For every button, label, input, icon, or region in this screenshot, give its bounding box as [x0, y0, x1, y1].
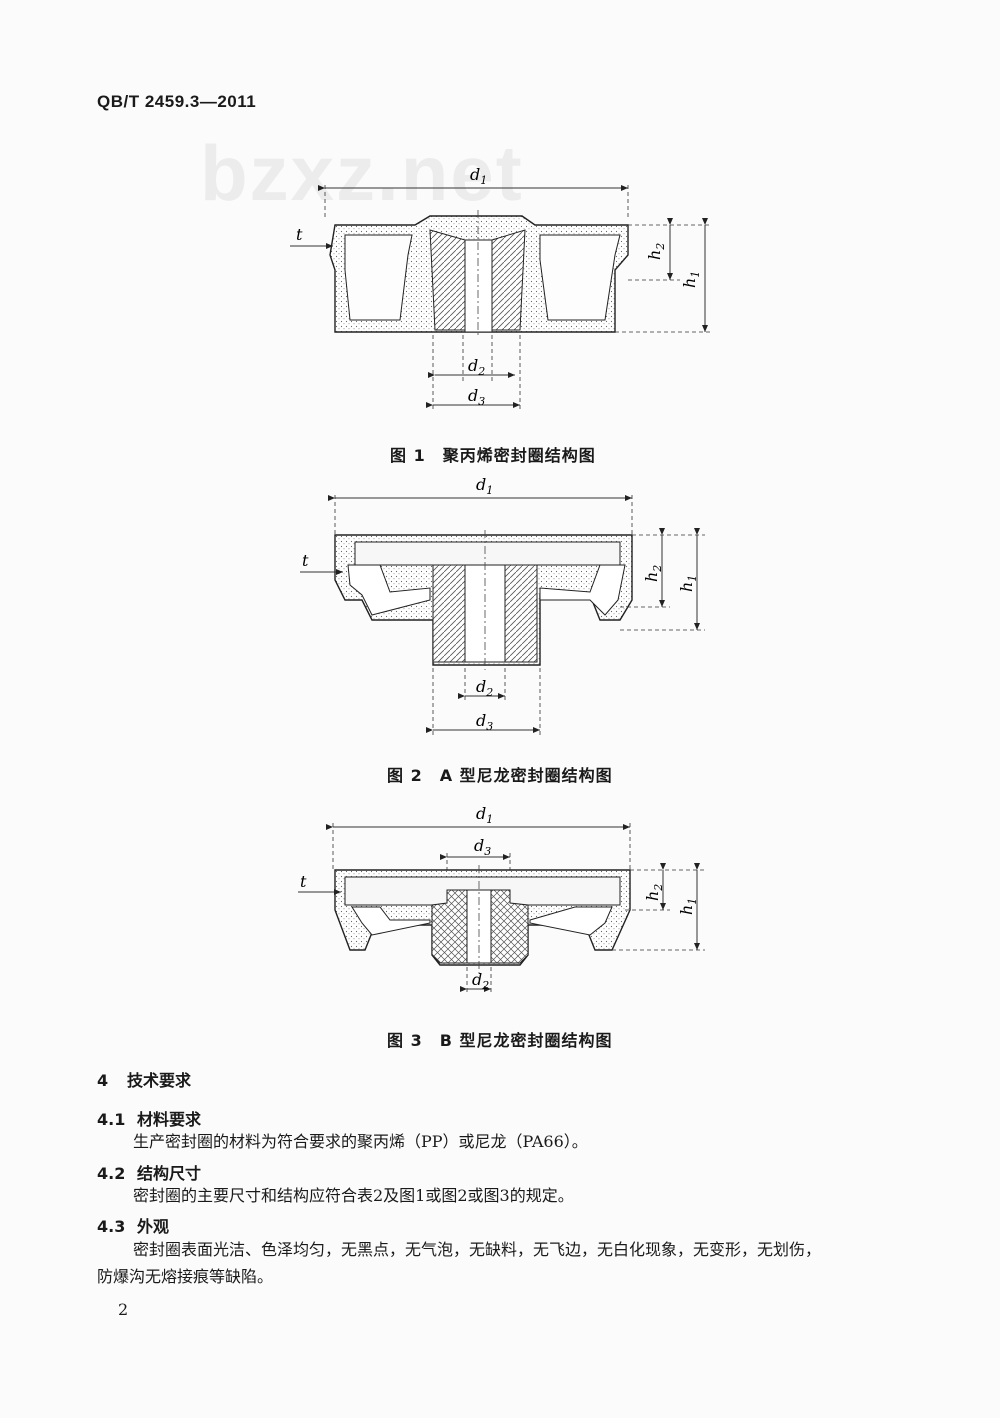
fig3-t-label: t — [300, 872, 307, 891]
section-4-title: 技术要求 — [127, 1071, 192, 1090]
section-4-2-text: 密封圈的主要尺寸和结构应符合表2及图1或图2或图3的规定。 — [133, 1186, 574, 1205]
fig3-d1-label: d1 — [476, 804, 493, 826]
figure-3: d1 d3 t h2 h1 d2 — [0, 795, 1000, 1000]
fig3-h1-label: h1 — [677, 898, 699, 915]
fig2-d1-label: d1 — [476, 475, 493, 497]
section-4-1-text: 生产密封圈的材料为符合要求的聚丙烯（PP）或尼龙（PA66）。 — [133, 1132, 588, 1151]
figure-2-caption: 图 2 A 型尼龙密封圈结构图 — [387, 766, 613, 785]
figure-2-drawing: d1 t h2 h1 d2 d3 — [300, 475, 705, 738]
watermark: bzxz.net — [200, 129, 524, 217]
fig1-d3-label: d3 — [468, 386, 485, 408]
section-4-3-text-line2: 防爆沟无熔接痕等缺陷。 — [97, 1267, 274, 1286]
fig2-t-label: t — [302, 551, 309, 570]
figure-1-drawing: d1 t h2 h1 d2 — [290, 165, 712, 412]
figure-1: d1 t h2 h1 d2 — [0, 160, 1000, 425]
figure-3-caption: 图 3 B 型尼龙密封圈结构图 — [387, 1031, 613, 1050]
section-4-1-number: 4.1 — [97, 1110, 126, 1129]
fig1-d2-label: d2 — [468, 356, 485, 378]
fig1-h2-label: h2 — [645, 243, 667, 260]
figure-2: d1 t h2 h1 d2 d3 — [0, 470, 1000, 740]
fig2-h1-label: h1 — [677, 575, 699, 592]
section-4-1-heading: 4.1 材料要求 — [97, 1106, 201, 1130]
section-4-3-title: 外观 — [137, 1217, 170, 1236]
fig2-d3-label: d3 — [476, 711, 493, 733]
figure-3-drawing: d1 d3 t h2 h1 d2 — [298, 804, 705, 995]
fig3-h2-label: h2 — [643, 884, 665, 901]
figure-1-caption: 图 1 聚丙烯密封圈结构图 — [390, 446, 596, 465]
fig2-h2-label: h2 — [642, 565, 664, 582]
section-4-number: 4 — [97, 1071, 109, 1090]
section-4-3-text-line1: 密封圈表面光洁、色泽均匀，无黑点，无气泡，无缺料，无飞边，无白化现象，无变形，无… — [133, 1240, 822, 1259]
fig1-h1-label: h1 — [680, 271, 702, 288]
fig2-d2-label: d2 — [476, 677, 493, 699]
standard-code: QB/T 2459.3—2011 — [97, 92, 257, 111]
fig1-d1-label: d1 — [470, 165, 487, 187]
section-4-2-heading: 4.2 结构尺寸 — [97, 1160, 201, 1184]
section-4-1-title: 材料要求 — [137, 1110, 202, 1129]
section-4-2-number: 4.2 — [97, 1164, 126, 1183]
section-4-heading: 4 技术要求 — [97, 1067, 191, 1091]
fig3-d2-label: d2 — [472, 970, 489, 992]
section-4-3-heading: 4.3 外观 — [97, 1213, 169, 1237]
section-4-3-number: 4.3 — [97, 1217, 126, 1236]
fig1-t-label: t — [296, 225, 303, 244]
page-number: 2 — [118, 1300, 129, 1319]
section-4-2-title: 结构尺寸 — [137, 1164, 202, 1183]
fig3-d3-label: d3 — [474, 836, 491, 858]
